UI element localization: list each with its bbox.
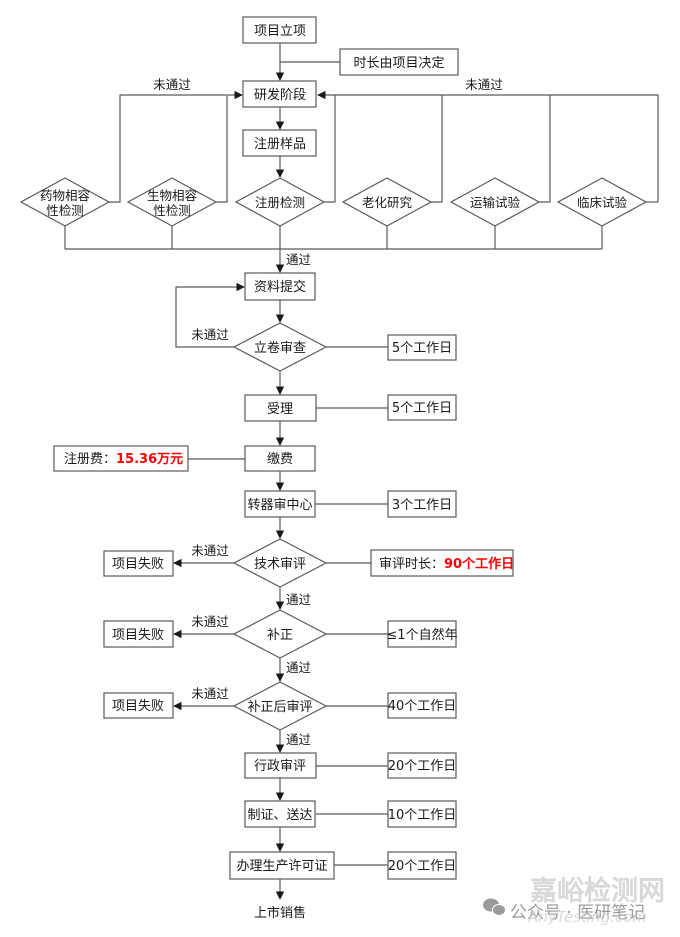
duration-box-license (387, 851, 457, 880)
market-label: 上市销售 (254, 905, 306, 921)
test-label-4: 老化研究 (362, 195, 413, 210)
test-diamond-3 (234, 177, 326, 227)
fail-label-filing: 未通过 (191, 327, 229, 342)
post-review-label: 补正后审评 (247, 700, 312, 715)
project-fail-label-2: 项目失败 (112, 628, 164, 643)
supplement-label: 补正 (267, 628, 293, 643)
test-diamond-1 (19, 177, 111, 227)
test-label-1a: 药物相容 (40, 188, 90, 203)
production-license-label: 办理生产许可证 (236, 859, 327, 874)
watermark: 嘉峪检测网 公众号 · 医研笔记 AnyTesting.com (483, 875, 665, 926)
test-label-5: 运输试验 (470, 195, 521, 210)
test-diamond-4 (341, 177, 433, 227)
payment-box (244, 445, 316, 472)
duration-box-filing (387, 334, 457, 361)
watermark-account: 公众号 · 医研笔记 (510, 903, 645, 923)
project-fail-box-2 (103, 620, 174, 648)
test-label-3: 注册检测 (255, 195, 305, 210)
duration-admin: 20个工作日 (388, 759, 457, 774)
review-duration-label: 审评时长： (379, 557, 444, 572)
rd-stage-label: 研发阶段 (254, 87, 306, 103)
project-fail-label-1: 项目失败 (112, 557, 164, 572)
registration-sample-box (242, 129, 317, 157)
wechat-icon (483, 898, 506, 916)
duration-note-box (339, 48, 459, 76)
transfer-box (244, 490, 316, 518)
start-box (242, 16, 317, 44)
project-fail-label-3: 项目失败 (112, 699, 164, 714)
test-diamond-2 (126, 177, 218, 227)
duration-post-review: 40个工作日 (388, 699, 457, 714)
review-duration-value: 90个工作日 (444, 556, 514, 572)
rd-stage-box (242, 80, 317, 108)
review-duration-box (370, 549, 514, 577)
test-label-6: 临床试验 (577, 195, 628, 210)
fail-label-right: 未通过 (465, 77, 503, 92)
fee-text: 注册费：15.36万元 (64, 452, 183, 467)
payment-label: 缴费 (267, 452, 293, 467)
duration-filing: 5个工作日 (392, 341, 452, 356)
acceptance-label: 受理 (267, 402, 293, 417)
admin-review-label: 行政审评 (254, 759, 306, 774)
submission-box (244, 272, 316, 301)
start-label: 项目立项 (254, 24, 306, 39)
fee-value: 15.36万元 (116, 452, 183, 467)
certificate-label: 制证、送达 (247, 808, 312, 823)
duration-note-label: 时长由项目决定 (353, 56, 444, 71)
connector-filing-fail-loop (175, 282, 245, 348)
post-review-diamond (232, 681, 328, 731)
fail-label-post: 未通过 (191, 686, 229, 701)
tech-review-diamond (232, 538, 328, 588)
pass-label-tech: 通过 (286, 592, 312, 607)
test-label-2b: 性检测 (153, 203, 191, 218)
tech-review-label: 技术审评 (254, 557, 306, 572)
connector-fail-loop-transport (539, 95, 551, 203)
duration-box-acceptance (387, 394, 457, 421)
watermark-site-en: AnyTesting.com (527, 908, 647, 926)
connector-fail-loop-regtest (324, 95, 336, 203)
duration-box-post-review (387, 692, 457, 719)
fee-box (53, 445, 189, 472)
filing-review-diamond (232, 322, 328, 372)
project-fail-box-3 (103, 692, 174, 719)
duration-box-supplement (387, 620, 457, 648)
connector-fail-loop-bio (216, 90, 243, 203)
pass-label-tests: 通过 (286, 252, 312, 267)
test-label-2a: 生物相容 (147, 188, 197, 203)
submission-label: 资料提交 (254, 279, 306, 295)
connectors (64, 43, 659, 900)
duration-box-transfer (387, 490, 457, 518)
duration-transfer: 3个工作日 (392, 498, 452, 513)
registration-sample-label: 注册样品 (254, 137, 306, 152)
transfer-label: 转器审中心 (247, 498, 312, 513)
duration-cert: 10个工作日 (388, 808, 457, 823)
pass-label-supplement: 通过 (286, 660, 312, 675)
connector-fail-loop-drug (109, 94, 226, 203)
review-duration-text: 审评时长：90个工作日 (379, 556, 514, 572)
supplement-diamond (232, 609, 328, 659)
pass-label-post: 通过 (286, 732, 312, 747)
duration-license: 20个工作日 (388, 859, 457, 874)
project-fail-box-1 (103, 550, 174, 577)
admin-review-box (244, 752, 317, 779)
filing-review-label: 立卷审查 (254, 340, 306, 356)
duration-acceptance: 5个工作日 (392, 401, 452, 416)
fail-label-tech: 未通过 (191, 543, 229, 558)
fail-label-supplement: 未通过 (191, 614, 229, 629)
fail-label-left: 未通过 (153, 77, 191, 92)
test-label-1b: 性检测 (46, 203, 84, 218)
certificate-box (244, 800, 316, 828)
connector-fail-loop-aging (431, 95, 443, 203)
duration-box-cert (387, 800, 457, 828)
duration-box-admin (387, 752, 457, 779)
test-diamond-5 (449, 177, 541, 227)
test-diamond-6 (556, 177, 648, 227)
watermark-site-cn: 嘉峪检测网 (530, 875, 665, 907)
production-license-box (229, 851, 335, 880)
fee-label: 注册费： (64, 452, 116, 467)
acceptance-box (244, 394, 317, 422)
connector-fail-loop-right (317, 90, 659, 202)
duration-supplement: ≤1个自然年 (386, 627, 457, 643)
